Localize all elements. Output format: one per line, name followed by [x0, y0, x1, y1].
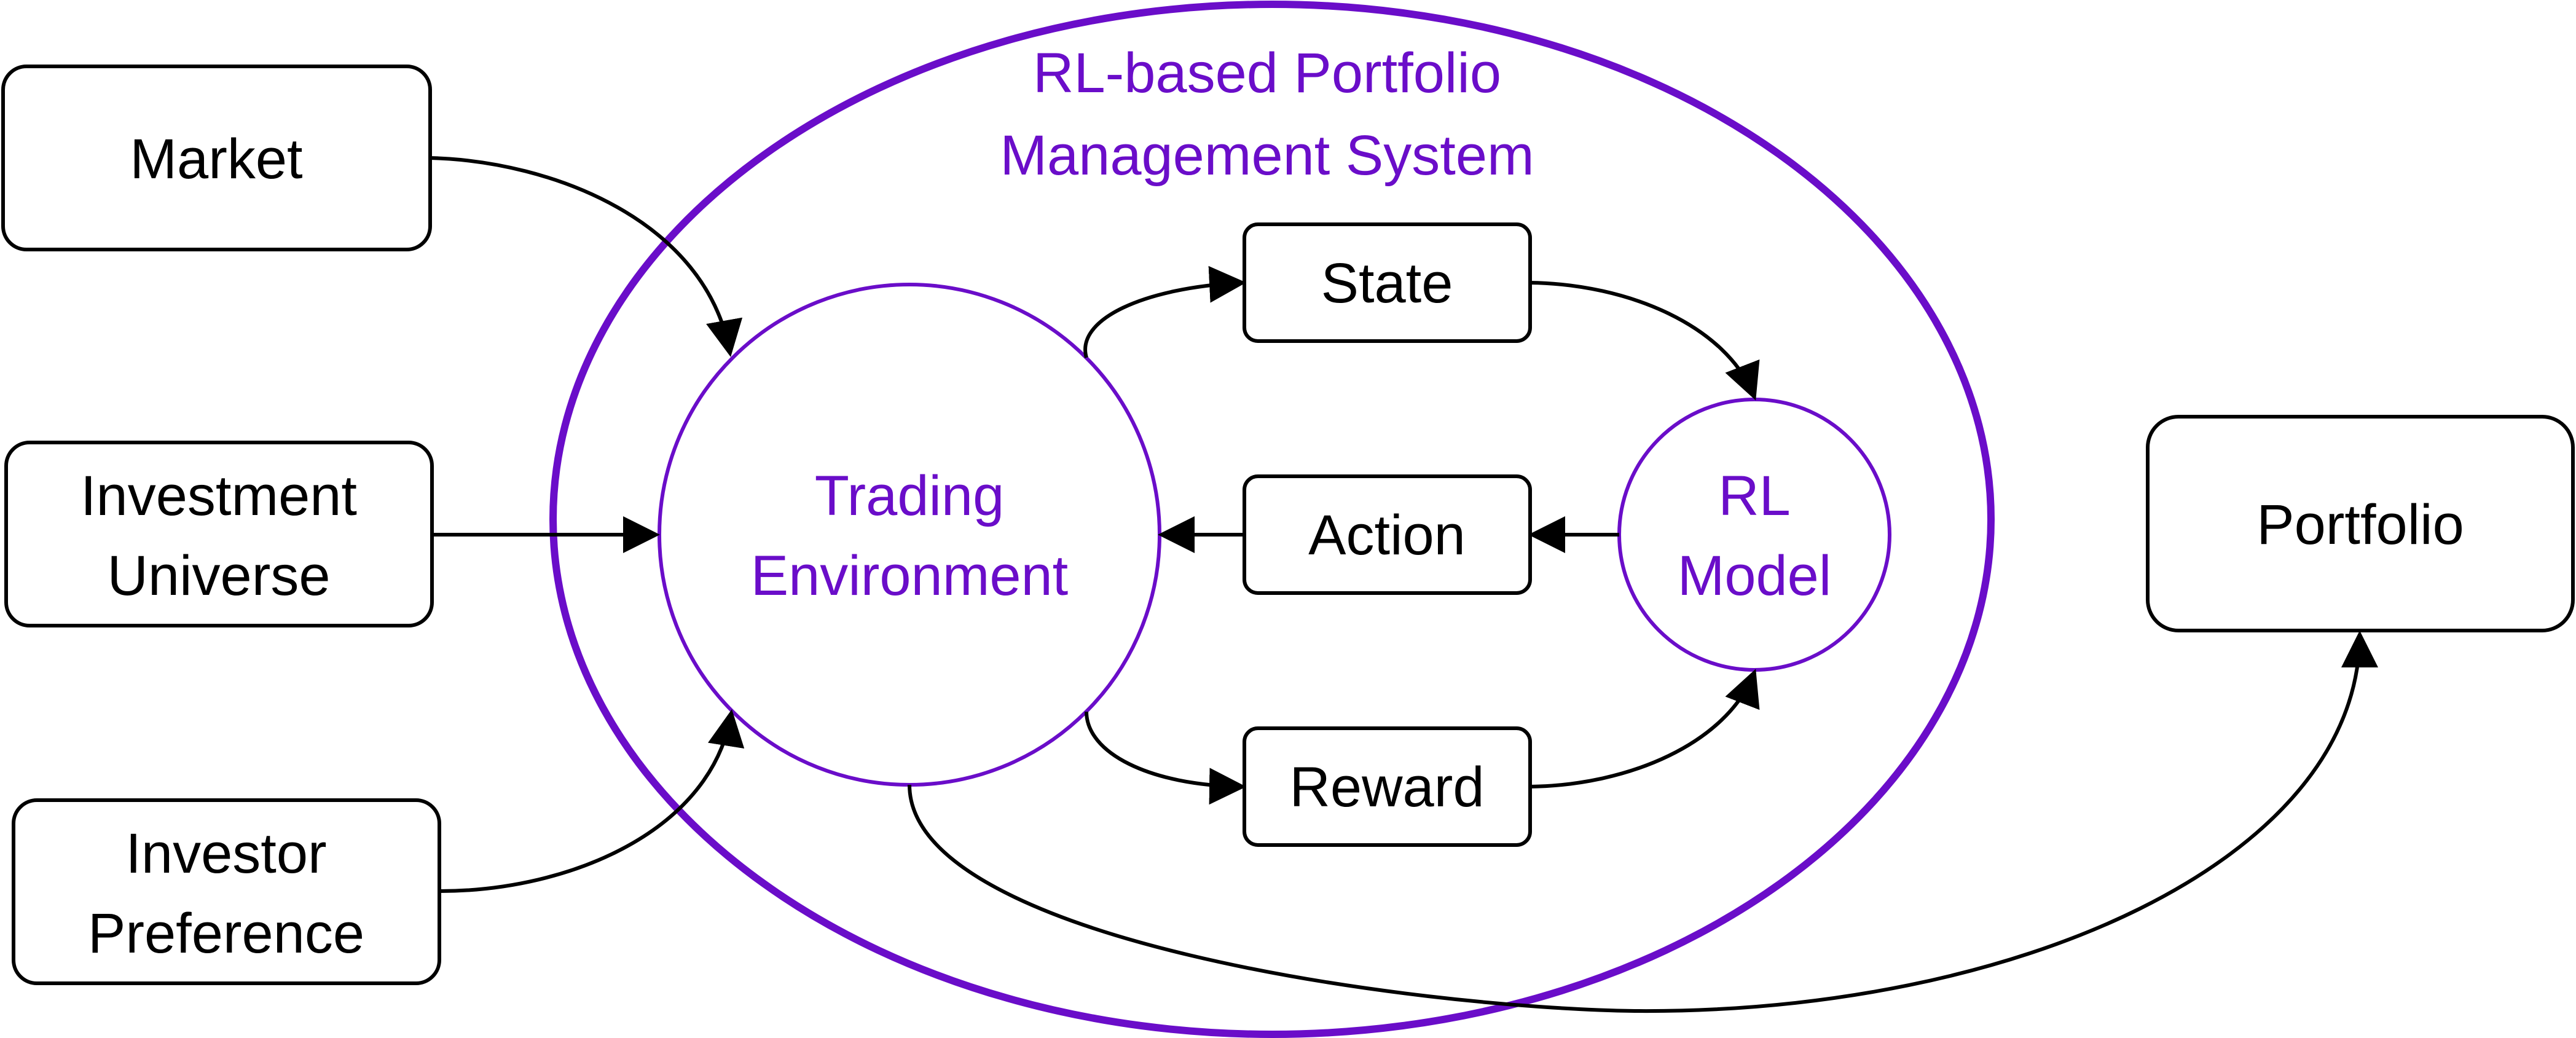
action-box: Action — [1243, 474, 1532, 595]
state-to-rl-model-arrow — [1530, 281, 1760, 401]
investment-universe-box: Investment Universe — [4, 441, 434, 627]
system-title-line1: RL-based Portfolio — [1033, 42, 1501, 104]
portfolio-label: Portfolio — [2256, 493, 2464, 556]
trading-environment-circle: Trading Environment — [658, 283, 1161, 787]
investment-universe-label-line2: Universe — [107, 545, 330, 607]
market-to-environment-arrow — [430, 156, 743, 357]
trading-environment-label-line2: Environment — [751, 545, 1068, 607]
portfolio-box: Portfolio — [2146, 415, 2575, 632]
investor-preference-label-line1: Investor — [125, 822, 326, 885]
market-label: Market — [130, 128, 302, 191]
environment-to-portfolio-arrow — [908, 631, 2378, 1013]
state-box: State — [1243, 222, 1532, 343]
state-label: State — [1321, 252, 1453, 315]
environment-to-reward-arrow — [1085, 711, 1246, 805]
rl-model-label-line2: Model — [1678, 545, 1832, 607]
rl-model-label-line1: RL — [1718, 465, 1791, 527]
reward-box: Reward — [1243, 726, 1532, 847]
environment-to-state-arrow — [1083, 265, 1246, 358]
system-title-line2: Management System — [1000, 124, 1534, 187]
market-box: Market — [1, 65, 432, 251]
action-label: Action — [1308, 504, 1466, 567]
reward-to-rl-model-arrow — [1530, 669, 1760, 788]
trading-environment-label-line1: Trading — [815, 465, 1005, 527]
system-boundary-ellipse — [549, 1, 1995, 1038]
preference-to-environment-arrow — [439, 709, 745, 893]
rl-model-circle: RL Model — [1617, 398, 1891, 672]
investor-preference-label-line2: Preference — [88, 902, 364, 965]
investment-universe-label-line1: Investment — [80, 465, 357, 527]
reward-label: Reward — [1289, 756, 1484, 819]
investor-preference-box: Investor Preference — [12, 798, 441, 985]
